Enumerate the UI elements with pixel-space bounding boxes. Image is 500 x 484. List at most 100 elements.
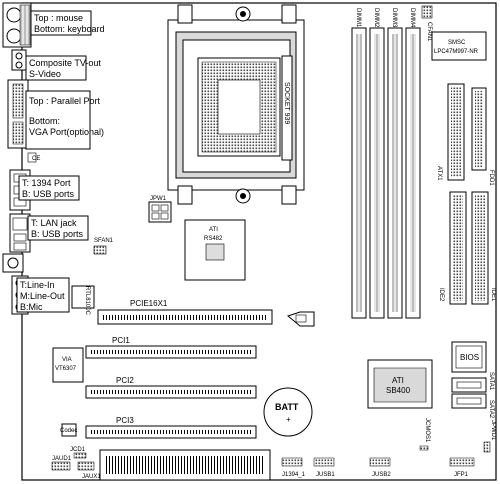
smsc-label-1: SMSC [448,40,466,46]
rear-io-panel: Top : mouse Bottom: keyboard Composite T… [2,2,105,315]
dimm1-label: DIMM1 [355,8,361,28]
fdd1-connector: FDD1 [471,87,494,186]
jusb2-label: JUSB2 [372,472,391,478]
callout-line-out-text: M:Line-Out [20,291,65,301]
jfp1-label: JFP1 [454,472,469,478]
bottom-edge-connector [99,449,271,481]
callout-1394-usb [18,175,80,201]
callout-1394-text: T: 1394 Port [22,178,71,188]
dimm-slot-4: DIMM4 [405,8,421,319]
callout-audio [16,277,70,313]
jcd1-label: JCD1 [70,447,86,453]
smsc-chip: SMSC LPC47M997-NR [431,31,487,61]
dimm4-label: DIMM4 [409,8,415,28]
codec-label: Codec [60,428,77,434]
bios-chip: BIOS [451,341,487,373]
via-chip: VIA VT6307 [52,347,84,383]
dimm-slot-2: DIMM2 [369,8,385,319]
smsc-label-2: LPC47M997-NR [434,49,479,55]
jfp1-header: JFP1 [449,457,475,478]
dimm2-label: DIMM2 [373,8,379,28]
callout-svideo-text: S-Video [29,69,61,79]
jpw1-label: JPW1 [150,196,167,202]
atx1-label: ATX1 [436,166,442,181]
jcd1-connector: JCD1 [70,447,87,459]
parallel-vga-connector [7,79,29,149]
callout-line-in-text: T:Line-In [20,280,55,290]
jusb1-label: JUSB1 [316,472,335,478]
nb-label-1: ATI [209,227,218,233]
ide2-connector: IDE2 [438,191,467,305]
bios-label: BIOS [460,353,479,362]
j1394-label: J1394_1 [282,472,306,478]
nb-label-2: RS482 [204,236,223,242]
atx1-connector: ATX1 [436,83,465,181]
dimm-slot-3: DIMM3 [387,8,403,319]
via-label-2: VT6307 [55,366,77,372]
callout-tv-out [25,55,87,81]
north-bridge-chip: ATI RS482 [184,219,246,281]
callout-tv-out-text: Composite TV-out [29,58,101,68]
south-bridge-chip: ATI SB400 [367,359,433,409]
cpu-socket-area: SOCKET 939 [167,4,305,205]
codec-chip: Codec [60,423,77,437]
pci3-slot: PCI3 [85,416,257,439]
sata2-connector: SATA2 [451,377,494,419]
cfan1-connector: CFAN1 [421,5,433,42]
callout-mouse-text: Top : mouse [34,13,83,23]
jpwd1-label: JPWD1 [490,420,496,441]
jaux1-label: JAUX1 [82,474,101,480]
sb-label-1: ATI [392,376,404,385]
socket-label: SOCKET 939 [283,82,290,124]
jaud1-connector: JAUD1 [51,456,72,471]
jcmos1-jumper: JCMOS1 [419,418,430,451]
sfan1-connector: SFAN1 [93,238,114,255]
via-label-1: VIA [62,357,72,363]
pci1-slot: PCI1 [85,336,257,359]
lan-chip: RTL8100C [71,285,95,316]
callout-usb-text: B: USB ports [22,189,75,199]
lan-chip-label: RTL8100C [84,286,90,316]
batt-label: BATT [275,402,299,412]
jusb2-header: JUSB2 [369,457,391,478]
callout-keyboard-text: Bottom: keyboard [34,24,105,34]
ide1-connector: IDE1 [471,191,496,305]
jusb1-header: JUSB1 [313,457,335,478]
pci2-slot: PCI2 [85,376,257,399]
jpwd1-jumper: JPWD1 [483,420,496,453]
pci2-label: PCI2 [116,376,134,385]
tv-out-connector [11,49,27,71]
pcie16x1-slot: PCIE16X1 [97,299,315,327]
sfan1-label: SFAN1 [94,238,114,244]
callout-mic-text: B:Mic [20,302,43,312]
sb-label-2: SB400 [386,386,411,395]
callout-vga-text: VGA Port(optional) [29,127,104,137]
callout-lan-usb [27,215,89,241]
cfan1-label: CFAN1 [426,22,432,42]
ide2-label: IDE2 [438,288,444,302]
callout-mouse-keyboard [30,10,92,36]
batt-plus: + [286,415,291,424]
pci1-label: PCI1 [112,336,130,345]
ps2-connector [2,2,32,48]
jcmos1-label: JCMOS1 [424,418,430,443]
sata1-label: SATA1 [488,372,494,391]
jpw1-connector: JPW1 [148,196,172,223]
sata2-label: SATA2 [488,400,494,419]
jaud1-label: JAUD1 [52,456,72,462]
callout-parallel-vga [25,90,91,150]
dimm-slots: DIMM1 DIMM2 DIMM3 DIMM4 [351,8,421,319]
sata1-connector: SATA1 [451,372,494,409]
dimm-slot-1: DIMM1 [351,8,367,319]
callout-lan-usb-text: B: USB ports [31,229,84,239]
j1394-header: J1394_1 [281,457,306,478]
pcie-label: PCIE16X1 [130,299,168,308]
lan-usb-connector [9,213,31,253]
pci3-label: PCI3 [116,416,134,425]
callout-parallel-text: Top : Parallel Port [29,96,101,106]
jaux1-connector: JAUX1 [77,461,101,480]
fdd1-label: FDD1 [488,170,494,186]
callout-lan-text: T: LAN jack [31,218,77,228]
dimm3-label: DIMM3 [391,8,397,28]
